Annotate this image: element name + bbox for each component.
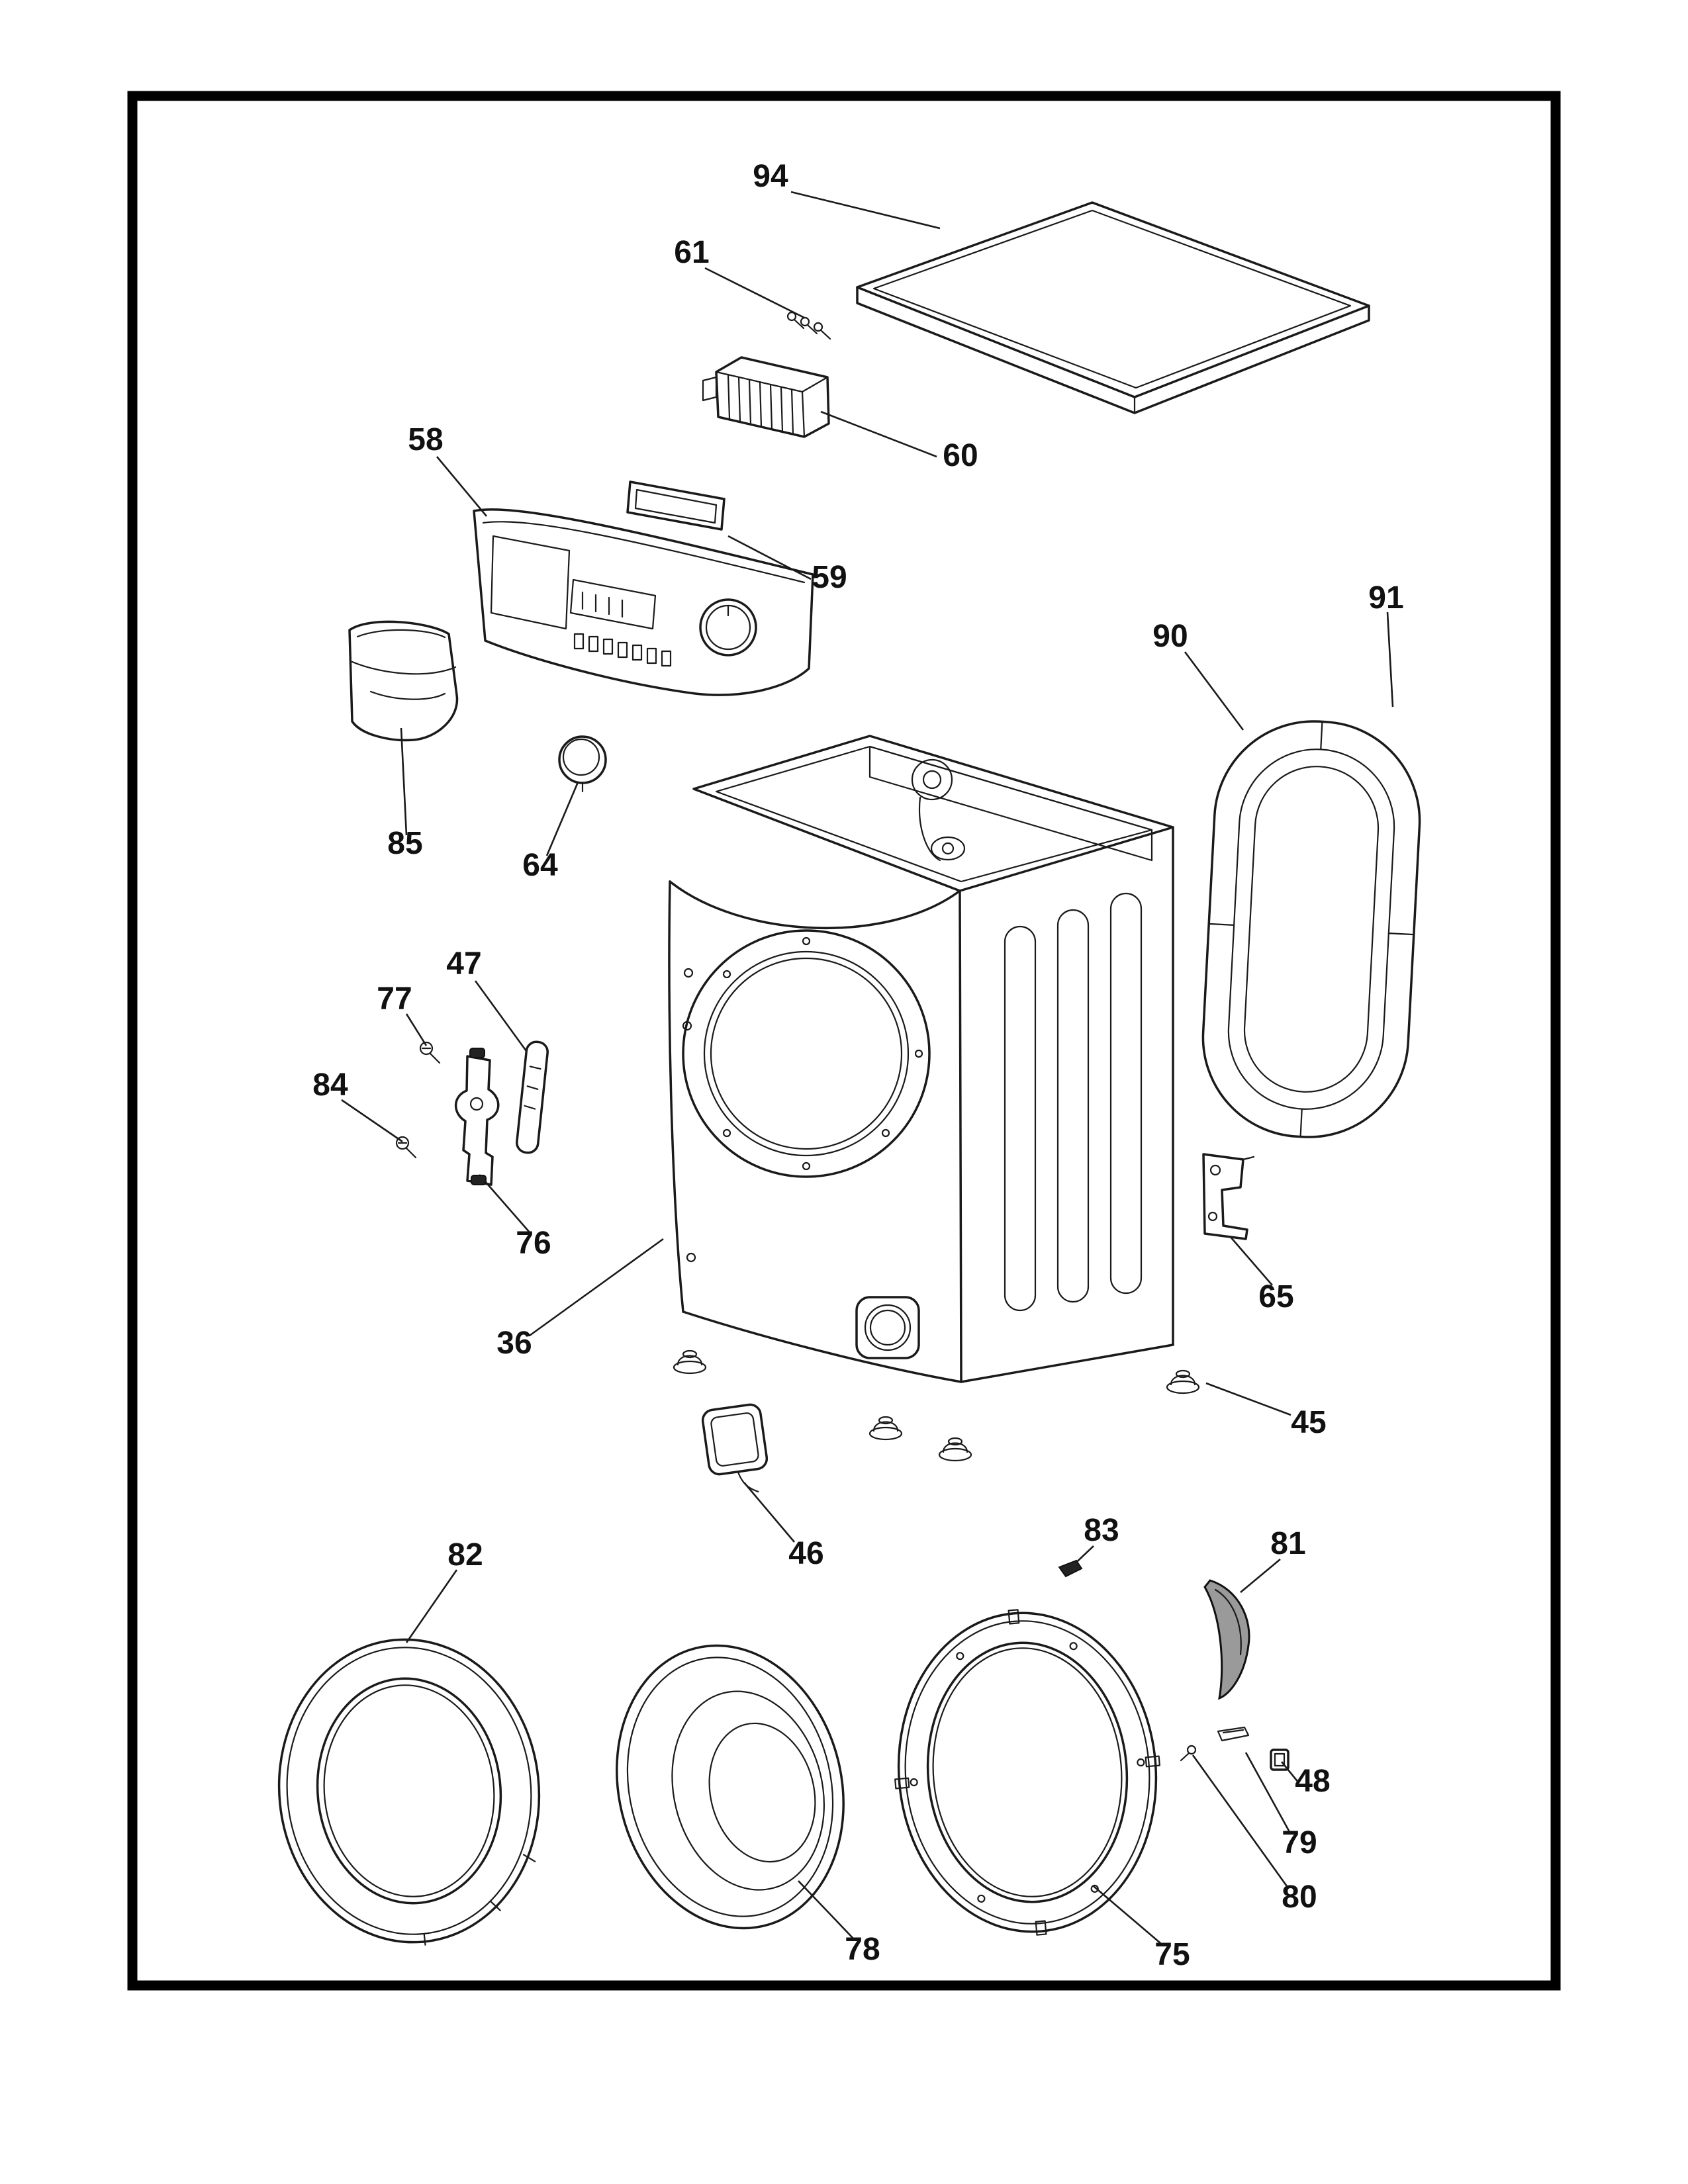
part-label-75: 75 — [1154, 1937, 1190, 1972]
part-label-83: 83 — [1084, 1513, 1119, 1548]
door-frame-drawing — [894, 1609, 1160, 1936]
part-label-81: 81 — [1270, 1526, 1305, 1561]
part-label-61: 61 — [674, 235, 709, 270]
part-label-82: 82 — [447, 1537, 483, 1572]
door-glass-drawing — [616, 1644, 845, 1930]
part-label-76: 76 — [516, 1226, 551, 1261]
door-hinge-drawing — [454, 1048, 500, 1186]
leveling-feet-drawing — [673, 1349, 1200, 1462]
part-label-78: 78 — [845, 1932, 880, 1967]
door-handle-drawing — [1203, 1579, 1250, 1700]
top-panel-drawing — [856, 201, 1370, 414]
control-panel-drawing — [473, 508, 814, 696]
screw-77-icon — [419, 1041, 441, 1064]
page-frame-border — [127, 91, 1561, 1991]
part-label-59: 59 — [812, 560, 847, 595]
control-board-drawing — [702, 356, 830, 438]
part-label-60: 60 — [943, 438, 978, 473]
part-label-79: 79 — [1282, 1825, 1317, 1860]
small-hardware-icons — [1180, 1726, 1289, 1771]
part-label-65: 65 — [1258, 1279, 1293, 1314]
selector-knob-drawing — [558, 735, 607, 793]
part-label-58: 58 — [408, 422, 443, 457]
leader-lines — [341, 191, 1394, 1944]
part-label-80: 80 — [1282, 1880, 1317, 1915]
door-gasket-drawing — [1201, 720, 1421, 1138]
part-label-48: 48 — [1295, 1764, 1330, 1799]
access-cover-drawing — [701, 1403, 769, 1492]
part-label-46: 46 — [788, 1536, 823, 1571]
clip-83-icon — [1058, 1559, 1083, 1578]
cabinet-drawing — [668, 735, 1174, 1383]
part-label-36: 36 — [496, 1326, 532, 1361]
door-outer-ring-drawing — [277, 1638, 541, 1946]
screw-84-icon — [395, 1136, 417, 1159]
latch-bracket-drawing — [1202, 1153, 1255, 1240]
part-label-45: 45 — [1291, 1405, 1326, 1440]
part-label-77: 77 — [377, 981, 412, 1017]
mounting-screws-icon — [786, 311, 831, 340]
part-label-47: 47 — [446, 946, 481, 981]
part-label-91: 91 — [1368, 580, 1403, 615]
part-labels: 94 61 60 58 59 91 90 85 64 47 77 84 76 3… — [312, 159, 1403, 1972]
dispenser-drawer-drawing — [348, 620, 459, 742]
part-label-90: 90 — [1152, 619, 1188, 654]
part-label-94: 94 — [753, 159, 788, 194]
part-label-84: 84 — [312, 1068, 348, 1103]
part-label-64: 64 — [522, 848, 558, 883]
display-plate-drawing — [626, 480, 726, 531]
part-label-85: 85 — [387, 826, 422, 861]
rating-strip-drawing — [516, 1040, 549, 1154]
